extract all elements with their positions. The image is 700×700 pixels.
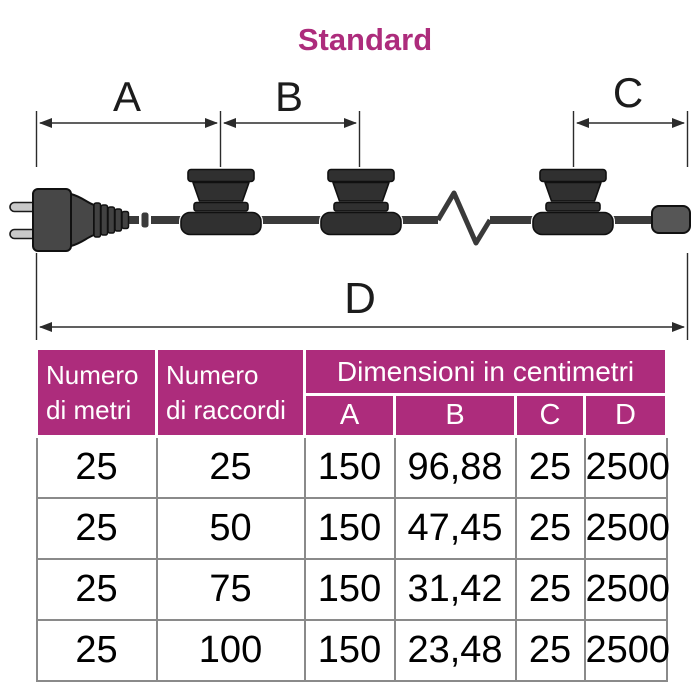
lamp-socket-icon — [319, 167, 403, 237]
header-line: Numero — [166, 360, 259, 391]
table-cell: 25 — [514, 497, 586, 560]
table-row: 25 25 150 96,88 25 2500 — [35, 435, 670, 499]
table-cell: 47,45 — [393, 497, 517, 560]
table-cell: 25 — [35, 619, 158, 682]
table-header-row: Numero di metri Numero di raccordi Dimen… — [35, 347, 669, 438]
dim-label-b: B — [275, 73, 303, 120]
header-line: Numero — [46, 360, 139, 391]
table-cell: 2500 — [583, 558, 670, 621]
dim-label-d: D — [344, 274, 376, 323]
table-row: 25 100 150 23,48 25 2500 — [35, 619, 670, 682]
table-cell: 75 — [155, 558, 306, 621]
table-cell: 150 — [303, 619, 396, 682]
plug-body — [32, 188, 72, 252]
spec-table-container: Numero di metri Numero di raccordi Dimen… — [35, 347, 670, 682]
table-header-row: A B C D — [37, 393, 669, 438]
table-row: 25 50 150 47,45 25 2500 — [35, 497, 670, 560]
table-cell: 2500 — [583, 435, 670, 499]
table-cell: 25 — [35, 497, 158, 560]
table-cell: 25 — [514, 619, 586, 682]
table-cell: 31,42 — [393, 558, 517, 621]
table-cell: 150 — [303, 558, 396, 621]
lamp-socket-icon — [531, 167, 615, 237]
table-cell: 96,88 — [393, 435, 517, 499]
power-plug-icon — [9, 188, 130, 252]
table-cell: 23,48 — [393, 619, 517, 682]
header-dim-d: D — [582, 393, 669, 438]
table-cell: 25 — [514, 435, 586, 499]
plug-strain-relief — [93, 202, 130, 238]
table-cell: 25 — [35, 435, 158, 499]
cable-diagram: A B C D — [9, 69, 691, 340]
header-dim-c: C — [514, 393, 586, 438]
cable-break-icon — [435, 190, 493, 246]
header-line: di metri — [46, 394, 132, 425]
table-cell: 25 — [35, 558, 158, 621]
table-cell: 50 — [155, 497, 306, 560]
table-cell: 150 — [303, 435, 396, 499]
header-dim-a: A — [303, 393, 396, 438]
dimension-ticks — [35, 111, 689, 340]
header-dimensioni-group: Dimensioni in centimetri — [302, 347, 669, 396]
table-cell: 100 — [155, 619, 306, 682]
dim-label-a: A — [113, 73, 141, 120]
table-cell: 25 — [155, 435, 306, 499]
header-dim-b: B — [393, 393, 517, 438]
plug-grip — [70, 192, 95, 248]
end-cap-icon — [651, 205, 691, 234]
page-title: Standard — [297, 22, 433, 57]
table-cell: 2500 — [583, 619, 670, 682]
table-cell: 150 — [303, 497, 396, 560]
table-row: 25 75 150 31,42 25 2500 — [35, 558, 670, 621]
dim-label-c: C — [613, 69, 643, 116]
header-line: di raccordi — [166, 394, 286, 425]
header-numero-metri: Numero di metri — [35, 347, 158, 438]
header-numero-raccordi: Numero di raccordi — [155, 347, 306, 438]
cable-junction — [141, 212, 149, 228]
spec-table: Numero di metri Numero di raccordi Dimen… — [35, 347, 670, 682]
lamp-socket-icon — [179, 167, 263, 237]
table-cell: 2500 — [583, 497, 670, 560]
table-cell: 25 — [514, 558, 586, 621]
